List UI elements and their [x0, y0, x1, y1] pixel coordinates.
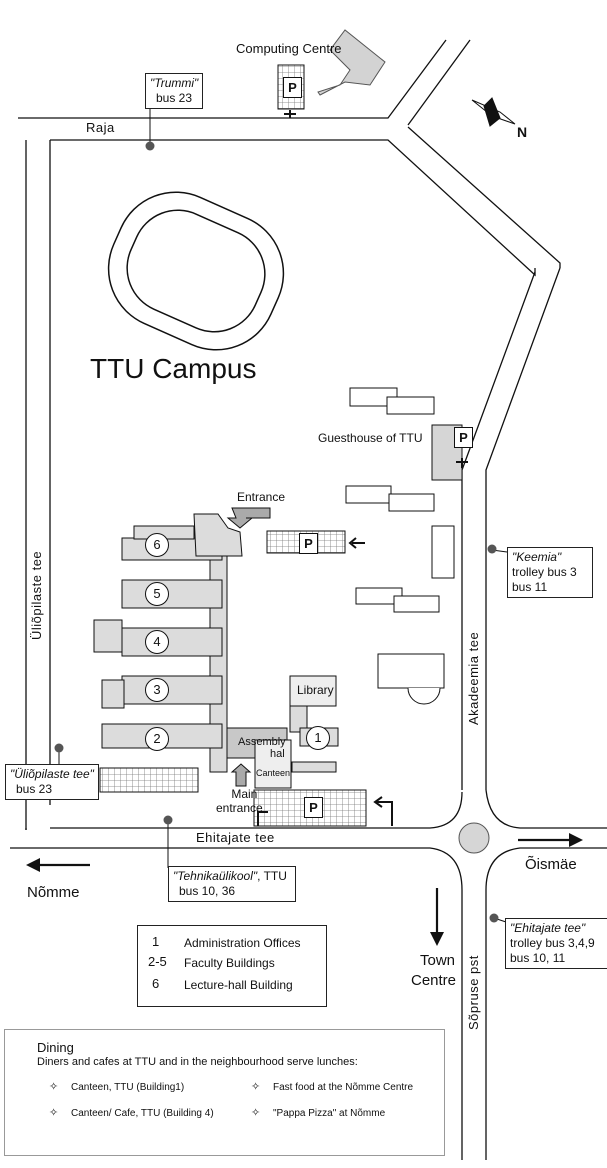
town-line2: Centre	[411, 972, 457, 990]
main-entrance-label: Main entrance	[216, 787, 263, 816]
bus-stop-ehitajate: "Ehitajate tee" trolley bus 3,4,9 bus 10…	[505, 918, 607, 969]
direction-arrows	[26, 833, 583, 946]
dining-item-4: "Pappa Pizza" at Nõmme	[273, 1108, 386, 1119]
dining-bullet-4: ✧	[251, 1107, 261, 1119]
keemia-line1: trolley bus 3	[512, 565, 577, 579]
east-buildings	[345, 387, 455, 705]
bus-stop-uliopilaste: "Üliõpilaste tee" bus 23	[5, 764, 99, 800]
ehitajate-line2: bus 10, 11	[510, 951, 566, 965]
uliopilaste-name: "Üliõpilaste tee"	[10, 767, 94, 781]
bus-stop-dots	[54, 141, 499, 923]
entrance-arrows	[226, 507, 271, 787]
road-label-akadeemia: Akadeemia tee	[466, 631, 481, 725]
road-label-uliopilaste: Üliõpilaste tee	[29, 550, 44, 640]
building-2-marker: 2	[145, 727, 169, 751]
dining-bullet-1: ✧	[49, 1081, 59, 1093]
tehnika-lines: bus 10, 36	[179, 884, 236, 898]
dining-bullet-3: ✧	[49, 1107, 59, 1119]
entrance-label: Entrance	[237, 490, 286, 504]
building-3-marker: 3	[145, 678, 169, 702]
ehitajate-line1: trolley bus 3,4,9	[510, 936, 595, 950]
main-complex	[93, 513, 339, 789]
bus-stop-tehnikaulikool: "Tehnikaülikool", TTU bus 10, 36	[168, 866, 296, 902]
parking-icon-computing: P	[283, 77, 302, 98]
map-title: TTU Campus	[90, 353, 257, 384]
keemia-line2: bus 11	[512, 580, 548, 594]
north-compass	[471, 97, 516, 127]
bus-stop-keemia: "Keemia" trolley bus 3 bus 11	[507, 547, 593, 598]
parking-lot-west	[99, 767, 199, 793]
dining-item-3: Canteen/ Cafe, TTU (Building 4)	[71, 1108, 214, 1119]
tehnika-name: "Tehnikaülikool"	[173, 869, 258, 883]
dining-subtitle: Diners and cafes at TTU and in the neigh…	[37, 1056, 358, 1068]
parking-access-arrows	[257, 110, 468, 826]
direction-nomme: Nõmme	[27, 884, 80, 901]
main-entrance-line1: Main	[231, 787, 258, 801]
legend-text-2: Faculty Buildings	[184, 956, 275, 970]
dining-bullet-2: ✧	[251, 1081, 261, 1093]
building-4-marker: 4	[145, 630, 169, 654]
canteen-label: Canteen	[256, 768, 291, 778]
tehnika-suffix: , TTU	[257, 869, 287, 883]
computing-centre-building	[317, 29, 386, 96]
legend-num-3: 6	[152, 976, 160, 991]
assembly-line1: Assembly	[238, 736, 286, 748]
ehitajate-name: "Ehitajate tee"	[510, 921, 586, 935]
assembly-hall-label: Assembly hal	[238, 736, 286, 760]
assembly-line2: hal	[270, 748, 285, 761]
trummi-lines: bus 23	[156, 91, 193, 105]
bus-stop-trummi: "Trummi" bus 23	[145, 73, 204, 109]
computing-centre-label: Computing Centre	[236, 41, 342, 56]
direction-oismae: Õismäe	[525, 856, 577, 873]
guesthouse-label: Guesthouse of TTU	[318, 431, 423, 445]
road-label-raja: Raja	[86, 120, 115, 135]
road-label-soprus: Sõpruse pst	[466, 955, 481, 1030]
stadium	[107, 191, 285, 351]
dining-item-2: Fast food at the Nõmme Centre	[273, 1082, 414, 1093]
legend-num-2: 2-5	[148, 954, 167, 969]
dining-info: Dining Diners and cafes at TTU and in th…	[4, 1029, 445, 1156]
uliopilaste-lines: bus 23	[16, 782, 53, 796]
building-1-marker: 1	[306, 726, 330, 750]
roundabout	[458, 822, 490, 854]
parking-icon-guesthouse: P	[454, 427, 473, 448]
building-5-marker: 5	[145, 582, 169, 606]
town-line1: Town	[420, 952, 456, 969]
building-legend: 1 Administration Offices 2-5 Faculty Bui…	[137, 925, 327, 1007]
north-label: N	[517, 124, 528, 140]
parking-icon-main: P	[304, 797, 323, 818]
keemia-name: "Keemia"	[512, 550, 562, 564]
trummi-name: "Trummi"	[150, 76, 199, 90]
library-label: Library	[297, 683, 334, 697]
legend-text-3: Lecture-hall Building	[184, 978, 293, 992]
main-entrance-line2: entrance	[216, 800, 263, 815]
road-label-ehitajate: Ehitajate tee	[196, 830, 275, 845]
direction-town-centre: Town Centre	[411, 951, 456, 992]
parking-icon-center: P	[299, 533, 318, 554]
legend-num-1: 1	[152, 934, 160, 949]
building-6-marker: 6	[145, 533, 169, 557]
legend-text-1: Administration Offices	[184, 936, 301, 950]
dining-item-1: Canteen, TTU (Building1)	[71, 1082, 185, 1093]
dining-title: Dining	[37, 1040, 74, 1055]
